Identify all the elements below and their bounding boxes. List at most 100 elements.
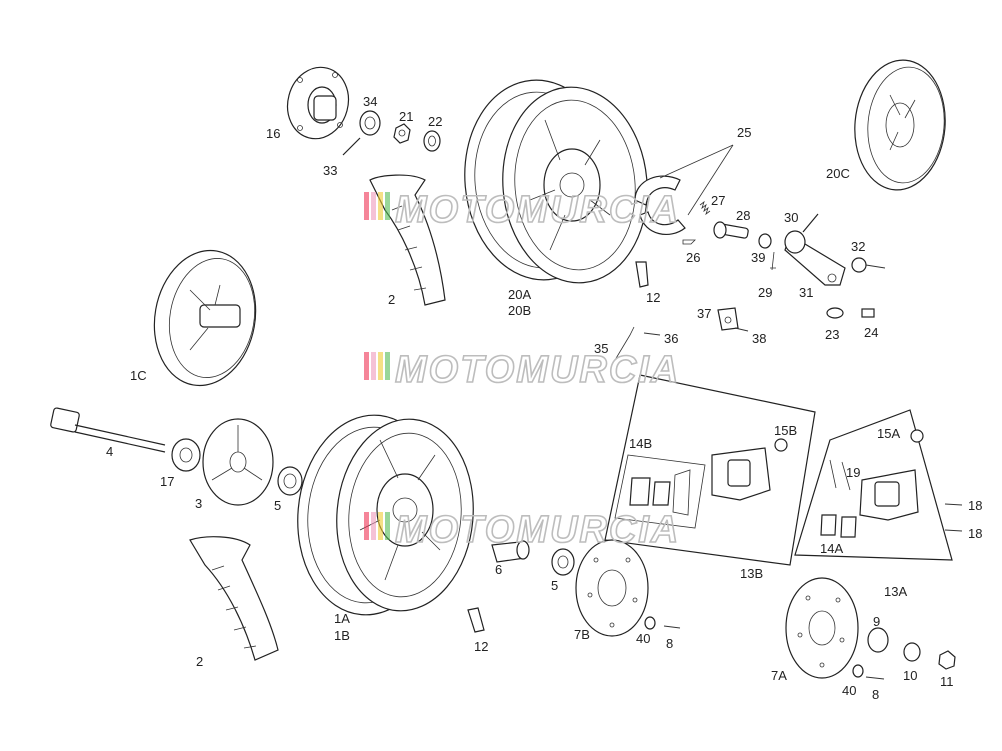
front-wheel-1 xyxy=(297,414,474,616)
label-30: 30 xyxy=(784,210,798,225)
label-14b: 14B xyxy=(629,436,652,451)
label-16: 16 xyxy=(266,126,280,141)
label-39: 39 xyxy=(751,250,765,265)
label-20c: 20C xyxy=(826,166,850,181)
cover-part-3 xyxy=(202,418,274,506)
pin-part-23 xyxy=(826,307,844,319)
spacer-part-9 xyxy=(867,627,889,653)
bearing-part-5-left xyxy=(277,466,303,496)
pin-part-19 xyxy=(829,459,851,491)
brake-shoes-part-25 xyxy=(634,144,734,236)
nut-part-32 xyxy=(851,257,886,273)
nut-part-21 xyxy=(393,123,411,144)
hub-flange-part xyxy=(286,66,361,156)
label-10: 10 xyxy=(903,668,917,683)
washer-part-40b xyxy=(852,664,864,678)
caliper-part-13a-body xyxy=(859,469,919,521)
label-20b: 20B xyxy=(508,303,531,318)
label-1b: 1B xyxy=(334,628,350,643)
bracket-part-37 xyxy=(717,307,739,331)
bolt-part-29 xyxy=(770,251,776,271)
label-21: 21 xyxy=(399,109,413,124)
label-38: 38 xyxy=(752,331,766,346)
wheel-part-20c xyxy=(854,59,946,191)
brake-lever-part-31 xyxy=(784,230,846,286)
brake-disc-part-7a xyxy=(785,577,859,679)
label-8-a: 8 xyxy=(666,636,673,651)
bearing-part-5-right xyxy=(551,548,575,576)
screw-part-24 xyxy=(861,308,875,318)
label-40-b: 40 xyxy=(842,683,856,698)
label-17: 17 xyxy=(160,474,174,489)
label-20a: 20A xyxy=(508,287,531,302)
bearing-part-34 xyxy=(359,110,381,136)
pads-box-part-14b xyxy=(614,454,706,529)
label-9: 9 xyxy=(873,614,880,629)
label-3: 3 xyxy=(195,496,202,511)
watermark-text-middle: MOTOMURCIA xyxy=(395,349,680,391)
watermark-text-top: MOTOMURCIA xyxy=(395,189,680,231)
valve-part-12-bottom xyxy=(467,607,485,633)
washer-part-39 xyxy=(758,233,772,249)
label-2-top: 2 xyxy=(388,292,395,307)
washer-part-22 xyxy=(423,130,441,152)
label-18-b: 18 xyxy=(968,526,982,541)
label-27: 27 xyxy=(711,193,725,208)
label-6: 6 xyxy=(495,562,502,577)
label-33: 33 xyxy=(323,163,337,178)
watermark-top: MOTOMURCIA xyxy=(364,188,680,232)
caliper-group-13a-box xyxy=(794,409,953,561)
label-1a: 1A xyxy=(334,611,350,626)
bolt-part-18b xyxy=(944,529,963,532)
label-15a: 15A xyxy=(877,426,900,441)
label-25: 25 xyxy=(737,125,751,140)
spacer-part-6 xyxy=(491,540,530,563)
watermark-text-bottom: MOTOMURCIA xyxy=(395,509,680,551)
watermark-middle: MOTOMURCIA xyxy=(364,348,680,392)
label-12-top: 12 xyxy=(646,290,660,305)
valve-part-12-top xyxy=(635,261,649,288)
screw-part-38 xyxy=(734,327,749,332)
label-13b: 13B xyxy=(740,566,763,581)
spring-part-27 xyxy=(699,200,711,216)
label-5-left: 5 xyxy=(274,498,281,513)
label-14a: 14A xyxy=(820,541,843,556)
label-26: 26 xyxy=(686,250,700,265)
label-5-right: 5 xyxy=(551,578,558,593)
bleed-screw-part-15b xyxy=(774,438,788,452)
label-35: 35 xyxy=(594,341,608,356)
caliper-group-13b-box xyxy=(604,374,816,566)
bolt-part-8a xyxy=(663,625,681,629)
clip-part-26 xyxy=(682,239,696,245)
label-7b: 7B xyxy=(574,627,590,642)
label-15b: 15B xyxy=(774,423,797,438)
label-28: 28 xyxy=(736,208,750,223)
bolt-part-8b xyxy=(865,676,885,680)
brake-cam-part-28 xyxy=(713,221,749,239)
tire-part-2-bottom xyxy=(189,536,279,661)
rear-wheel-20 xyxy=(464,79,648,284)
pads-part-14a xyxy=(820,514,857,538)
bolt-part-30 xyxy=(802,213,819,233)
label-13a: 13A xyxy=(884,584,907,599)
label-31: 31 xyxy=(799,285,813,300)
caliper-part-13b-body xyxy=(711,447,771,501)
wheel-part-1c xyxy=(153,249,257,387)
screw-part-36 xyxy=(643,332,661,336)
nut-part-11 xyxy=(938,650,956,670)
label-40-a: 40 xyxy=(636,631,650,646)
label-22: 22 xyxy=(428,114,442,129)
label-8-b: 8 xyxy=(872,687,879,702)
bolt-part-18a xyxy=(944,503,963,506)
washer-part-40a xyxy=(644,616,656,630)
watermark-bottom: MOTOMURCIA xyxy=(364,508,680,552)
label-24: 24 xyxy=(864,325,878,340)
label-1c: 1C xyxy=(130,368,147,383)
label-7a: 7A xyxy=(771,668,787,683)
brake-disc-part-7b xyxy=(575,539,649,637)
label-29: 29 xyxy=(758,285,772,300)
label-2-bottom: 2 xyxy=(196,654,203,669)
label-23: 23 xyxy=(825,327,839,342)
axle-part-4 xyxy=(50,407,166,453)
